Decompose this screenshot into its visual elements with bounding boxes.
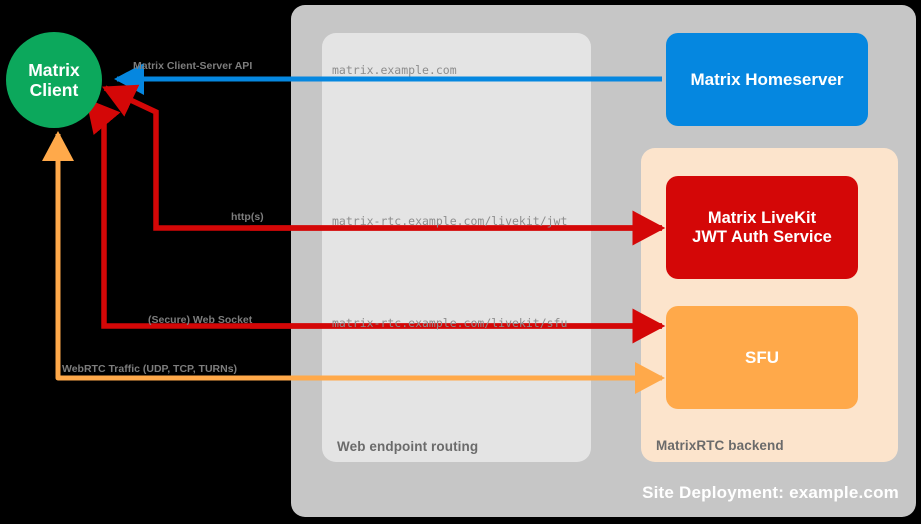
- web-endpoint-routing-panel: [322, 33, 591, 462]
- node-matrix-client[interactable]: Matrix Client: [6, 32, 102, 128]
- node-matrix-homeserver[interactable]: Matrix Homeserver: [666, 33, 868, 126]
- site-deployment-label: Site Deployment: example.com: [642, 483, 899, 502]
- node-livekit-jwt-auth-service[interactable]: Matrix LiveKit JWT Auth Service: [666, 176, 858, 279]
- edge-label-webrtc: WebRTC Traffic (UDP, TCP, TURNs): [62, 363, 238, 375]
- jwt-label-line-1: Matrix LiveKit: [707, 208, 817, 227]
- edge-label-websocket: (Secure) Web Socket: [148, 314, 253, 326]
- matrix-client-line-2: Client: [29, 80, 79, 100]
- url-label-jwt: matrix-rtc.example.com/livekit/jwt: [332, 214, 568, 228]
- edge-label-client-server-api: Matrix Client-Server API: [133, 60, 253, 72]
- url-label-homeserver: matrix.example.com: [332, 63, 457, 77]
- sfu-label: SFU: [745, 347, 779, 367]
- url-label-sfu: matrix-rtc.example.com/livekit/sfu: [332, 316, 568, 330]
- matrix-homeserver-label: Matrix Homeserver: [690, 69, 844, 89]
- jwt-label-line-2: JWT Auth Service: [692, 227, 832, 246]
- node-sfu[interactable]: SFU: [666, 306, 858, 409]
- web-endpoint-routing-label: Web endpoint routing: [337, 439, 479, 454]
- edge-label-https: http(s): [231, 211, 264, 223]
- matrixrtc-backend-label: MatrixRTC backend: [656, 438, 784, 453]
- matrix-client-line-1: Matrix: [28, 59, 80, 80]
